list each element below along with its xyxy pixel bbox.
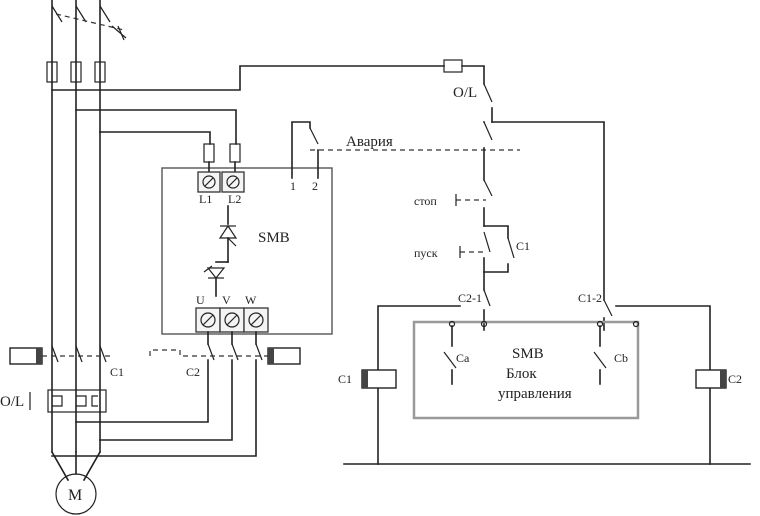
motor-label: M	[68, 487, 82, 504]
coil-circuit	[343, 305, 751, 465]
smb-control-box	[412, 320, 640, 420]
smb-input-fuses	[203, 143, 241, 173]
contactor-c2	[149, 331, 301, 365]
coil-c1	[361, 369, 397, 389]
overload-label: O/L	[453, 85, 477, 101]
terminal-l2-label: L2	[228, 192, 241, 206]
aux-2-label: 2	[312, 179, 318, 193]
emergency-contact	[291, 121, 520, 179]
overload-left-label: O/L	[0, 394, 24, 410]
smb-control-line2: Блок	[506, 366, 537, 382]
smb-output-terminals	[195, 307, 269, 333]
control-chain	[455, 83, 613, 331]
output-wiring	[51, 359, 257, 457]
smb-control-line1: SMB	[512, 346, 544, 362]
overload-relay	[29, 389, 107, 413]
c1-aux-label: C1	[516, 239, 530, 253]
c1-aux2-label: C1-2	[578, 291, 602, 305]
contactor-c1	[9, 345, 112, 365]
terminal-w-label: W	[245, 293, 257, 307]
thyristor-symbol	[203, 205, 238, 297]
control-relays	[443, 320, 640, 385]
smb-unit-label: SMB	[258, 230, 290, 246]
aux-1-label: 1	[290, 179, 296, 193]
supply-lines	[51, 0, 101, 453]
control-supply-wires	[51, 59, 485, 145]
terminal-v-label: V	[222, 293, 231, 307]
smb-control-line3: управления	[498, 386, 572, 402]
supply-fuses	[46, 61, 106, 83]
c1-coil-label: C1	[338, 372, 352, 386]
c1-label: C1	[110, 365, 124, 379]
terminal-l1-label: L1	[199, 192, 212, 206]
smb-input-terminals	[197, 171, 245, 193]
control-fuse	[443, 59, 463, 73]
emergency-label: Авария	[346, 134, 393, 150]
c2-aux1-label: C2-1	[458, 291, 482, 305]
coil-c2	[695, 369, 727, 389]
stop-label: стоп	[414, 194, 437, 208]
terminal-u-label: U	[196, 293, 205, 307]
smb-unit-box	[161, 167, 333, 335]
c2-coil-label: C2	[728, 372, 742, 386]
start-label: пуск	[414, 246, 438, 260]
c2-label: C2	[186, 365, 200, 379]
main-switch	[51, 5, 127, 41]
motor	[50, 450, 102, 515]
relay-cb-label: Cb	[614, 351, 628, 365]
relay-ca-label: Ca	[456, 351, 470, 365]
